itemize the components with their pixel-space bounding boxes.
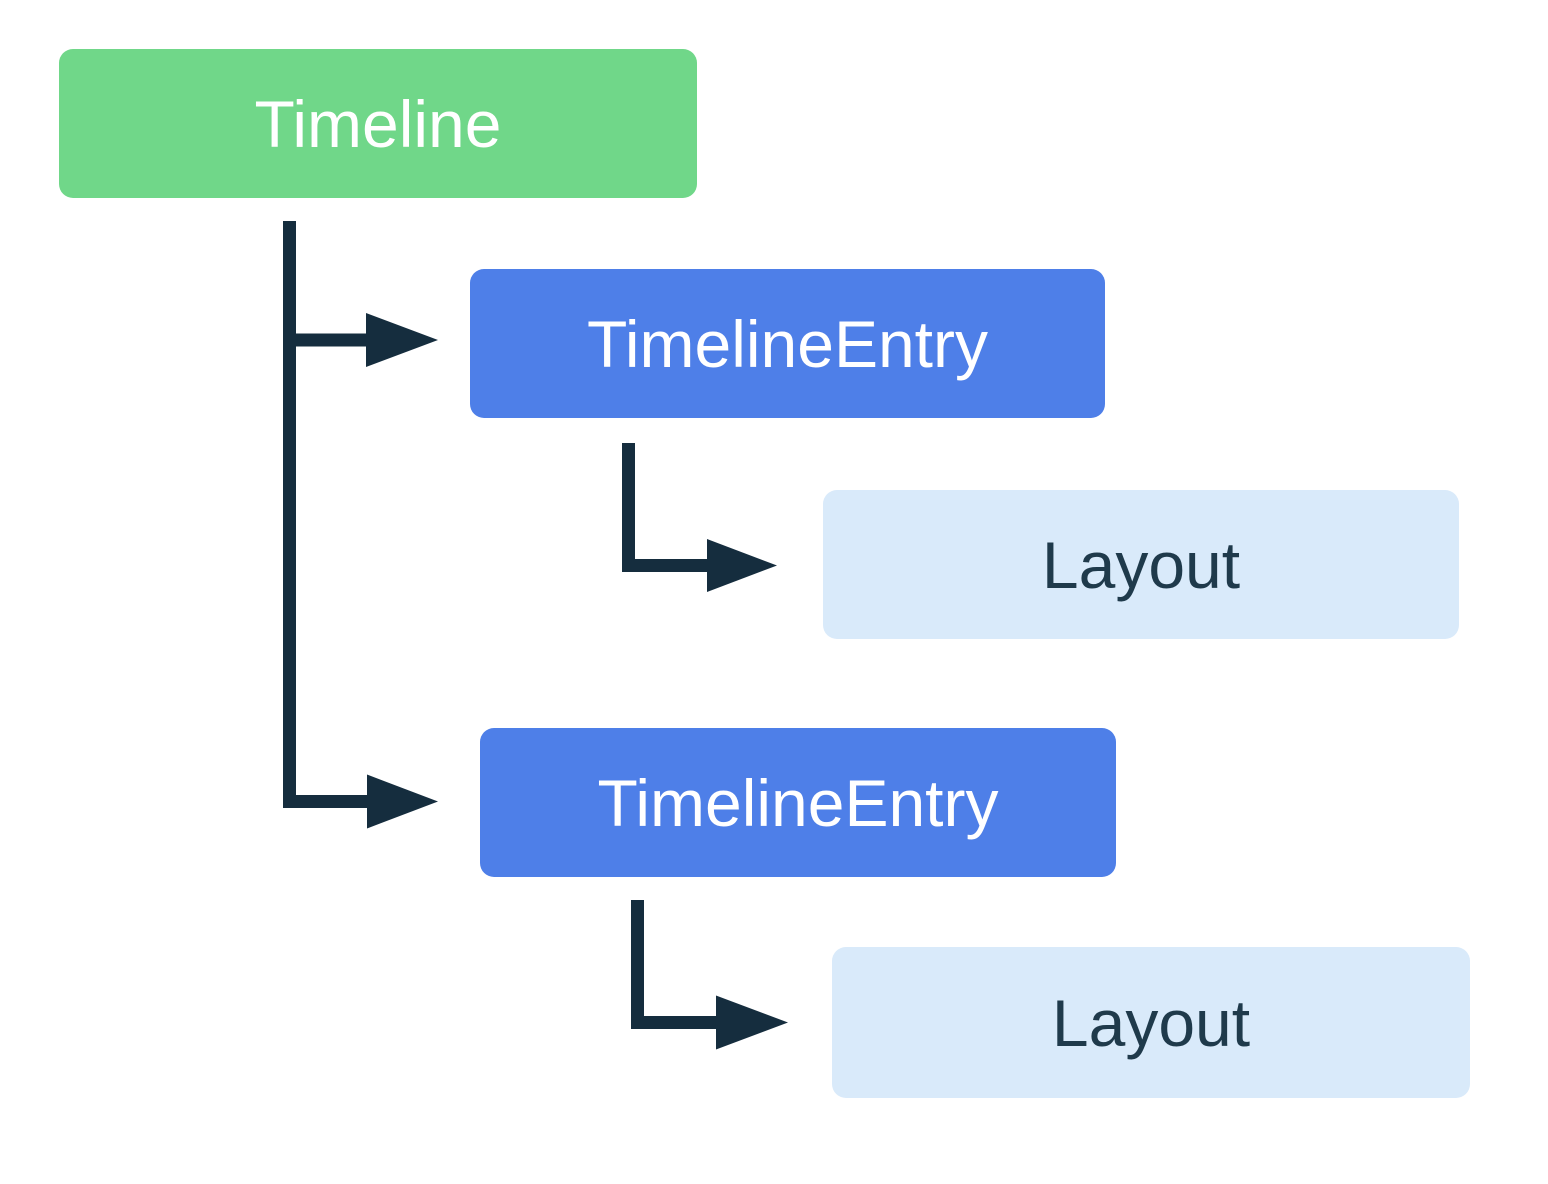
node-timeline: Timeline bbox=[59, 49, 697, 198]
arrow-head-layout-2-icon bbox=[716, 995, 788, 1050]
node-timeline-entry-1-label: TimelineEntry bbox=[587, 306, 988, 381]
node-timeline-label: Timeline bbox=[254, 86, 502, 161]
connector-branch-layout-2 bbox=[631, 900, 717, 1029]
arrow-head-layout-1-icon bbox=[707, 539, 777, 592]
node-timeline-entry-2-label: TimelineEntry bbox=[597, 765, 999, 840]
node-layout-2-label: Layout bbox=[1051, 985, 1251, 1060]
arrow-head-entry-2-icon bbox=[367, 774, 438, 829]
arrow-head-entry-1-icon bbox=[366, 313, 438, 367]
node-layout-1-label: Layout bbox=[1041, 527, 1241, 602]
connector-trunk bbox=[283, 221, 367, 808]
node-layout-1: Layout bbox=[823, 490, 1459, 639]
node-timeline-entry-2: TimelineEntry bbox=[480, 728, 1116, 877]
node-layout-2: Layout bbox=[832, 947, 1470, 1098]
connector-branch-layout-1 bbox=[622, 443, 708, 572]
node-timeline-entry-1: TimelineEntry bbox=[470, 269, 1105, 418]
